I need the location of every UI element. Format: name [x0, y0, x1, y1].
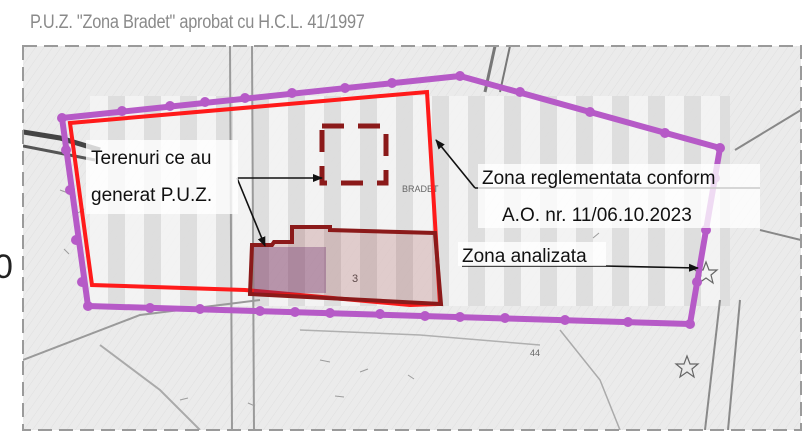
parcel-number-44: 44 — [530, 348, 540, 358]
base-map: BRADET 3 44 — [23, 46, 801, 430]
label-zona-reglementata-line2: A.O. nr. 11/06.10.2023 — [502, 205, 692, 226]
label-zona-analizata: Zona analizata — [462, 246, 587, 267]
map-frame — [22, 45, 802, 431]
parcel-number-3: 3 — [352, 273, 358, 285]
map-caption: P.U.Z. "Zona Bradet" aprobat cu H.C.L. 4… — [30, 12, 365, 33]
label-background-zona-analizata — [458, 242, 606, 266]
label-terenuri-line1: Terenuri ce au — [91, 148, 211, 169]
puz-parcel-shaded — [254, 247, 326, 293]
regulated-zone-boundary — [67, 89, 443, 308]
puz-parcel-upper — [319, 123, 389, 186]
edge-mark: 0 — [0, 248, 13, 286]
analyzed-zone-vertices — [57, 71, 725, 329]
bradet-map-text: BRADET — [402, 184, 439, 194]
label-background-terenuri — [86, 140, 238, 214]
label-zona-reglementata-line1: Zona reglementata conform — [482, 168, 715, 189]
label-background-zona-reglementata — [478, 164, 760, 228]
label-terenuri-line2: generat P.U.Z. — [91, 185, 212, 206]
